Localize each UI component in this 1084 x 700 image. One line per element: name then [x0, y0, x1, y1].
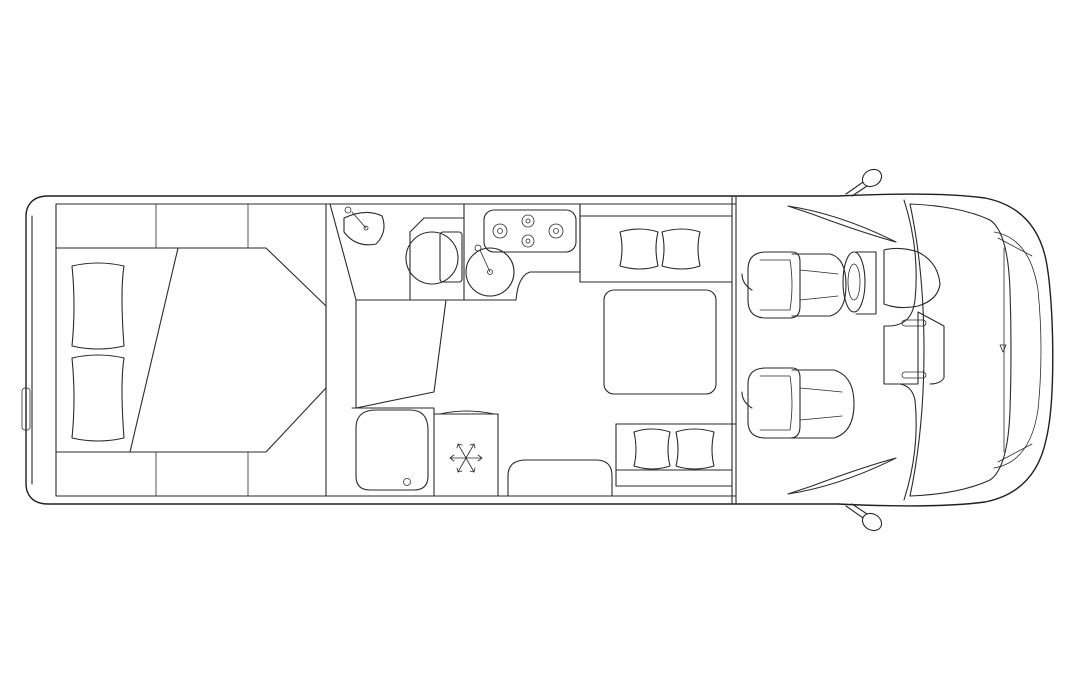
seat-icon [741, 251, 847, 319]
kitchen [463, 203, 733, 301]
rear-bed [55, 203, 327, 497]
mirror-icon [845, 168, 883, 197]
cushion [675, 428, 715, 470]
windscreen [909, 203, 1042, 497]
steering-wheel-icon [842, 251, 877, 315]
shower-tray-icon [351, 407, 435, 497]
fridge [433, 410, 499, 497]
vehicle-body [21, 193, 1054, 507]
cushion [633, 428, 671, 470]
cab [741, 199, 1042, 501]
snowflake-icon [449, 443, 483, 473]
dinette [603, 228, 737, 487]
dinette-bench-right [615, 423, 737, 487]
hob-icon [483, 209, 577, 253]
sink-icon [465, 244, 515, 297]
bed-pillow [71, 354, 125, 442]
cushion [619, 228, 659, 270]
entry-step [507, 459, 613, 497]
dashboard-icon [883, 199, 945, 501]
seat-icon [741, 367, 855, 439]
bathroom [329, 203, 465, 409]
dinette-bench-left [619, 228, 701, 270]
table-icon [603, 289, 717, 395]
cushion [661, 228, 701, 270]
mirror-icon [845, 503, 883, 532]
vehicle-logo [999, 344, 1007, 353]
bed-pillow [71, 262, 125, 350]
toilet-icon [405, 231, 463, 285]
washbasin-icon [343, 206, 385, 246]
